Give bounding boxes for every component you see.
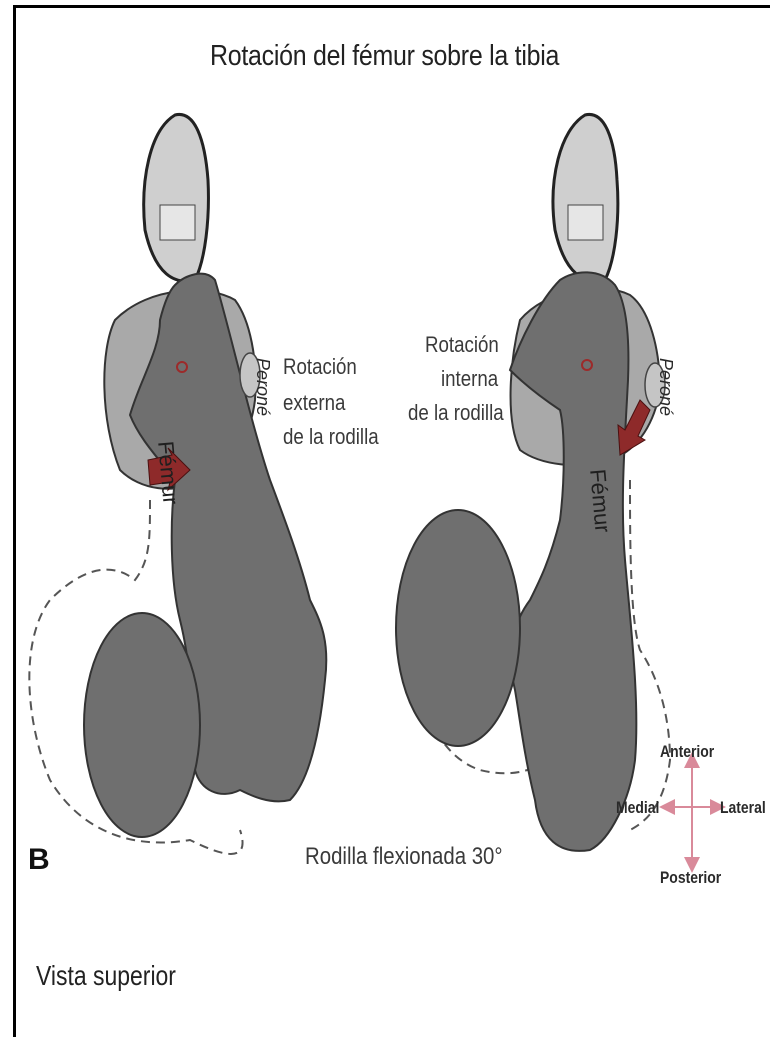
- right-rotation-label-line3: de la rodilla: [408, 398, 504, 428]
- right-patella: [553, 114, 618, 281]
- left-femoral-head: [84, 613, 200, 837]
- left-femur-label: Fémur: [152, 440, 183, 506]
- left-perone-label: Peroné: [252, 358, 273, 416]
- right-rotation-label-line1: Rotación: [425, 330, 499, 360]
- orientation-compass: [667, 760, 718, 865]
- view-label: Vista superior: [36, 960, 176, 992]
- panel-letter: B: [28, 843, 50, 877]
- left-rotation-label-line1: Rotación: [283, 352, 357, 382]
- right-femoral-head: [396, 510, 520, 746]
- compass-label-lateral: Lateral: [720, 798, 766, 818]
- compass-label-anterior: Anterior: [660, 742, 714, 762]
- right-perone-label: Peroné: [655, 358, 676, 416]
- left-rotation-label-line2: externa: [283, 388, 345, 418]
- left-rotation-label-line3: de la rodilla: [283, 422, 379, 452]
- right-femur: [510, 272, 636, 851]
- knee-flexion-caption: Rodilla flexionada 30°: [305, 843, 503, 871]
- figure-title: Rotación del fémur sobre la tibia: [210, 40, 559, 73]
- compass-label-posterior: Posterior: [660, 868, 721, 888]
- right-knee-internal-rotation: [396, 114, 670, 850]
- left-patella: [144, 114, 209, 281]
- right-rotation-label-line2: interna: [441, 364, 498, 394]
- compass-label-medial: Medial: [616, 798, 659, 818]
- right-femur-label: Fémur: [584, 468, 615, 534]
